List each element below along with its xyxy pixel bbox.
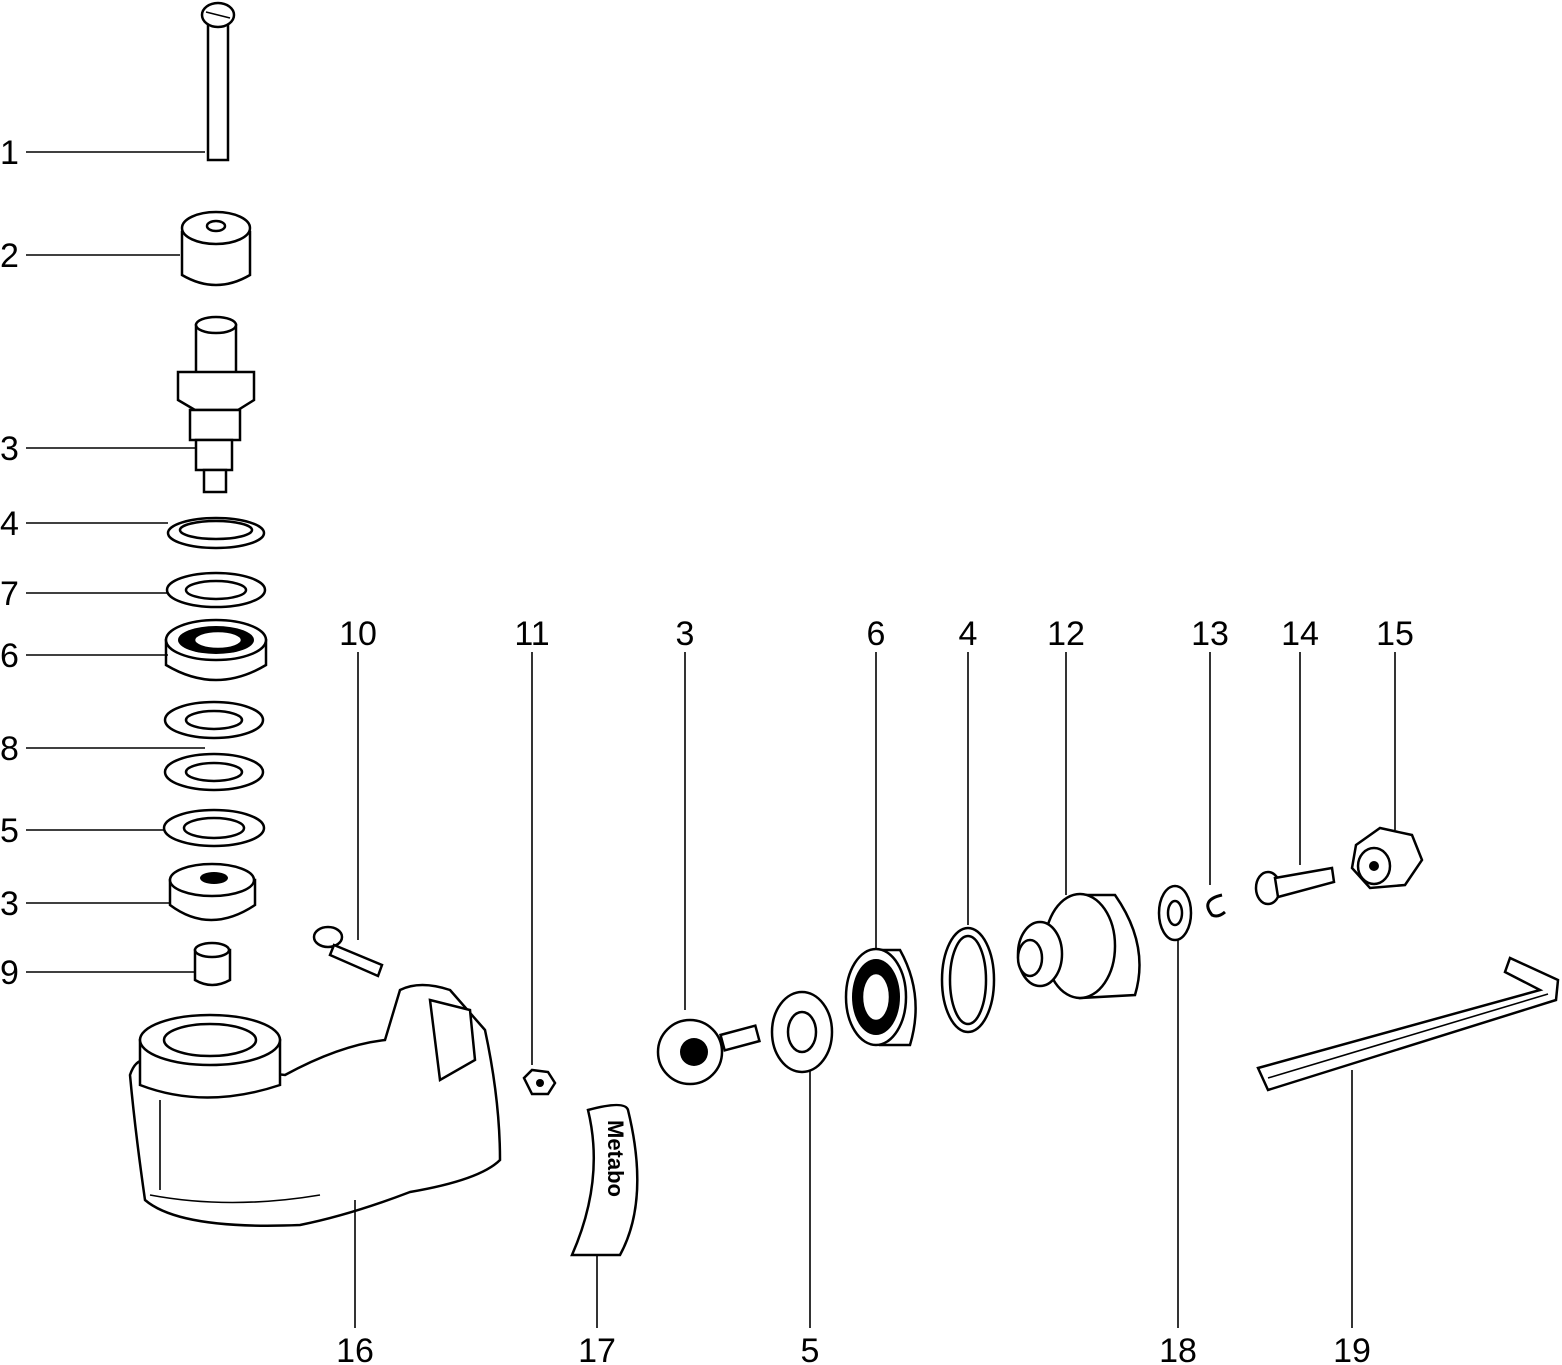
label-left-3b: 3 [0,885,19,923]
part-6-bearing [164,618,268,682]
part-3-spindle [176,315,256,494]
part-2-cap [180,210,252,287]
label-left-1: 1 [0,134,19,172]
part-15-nut [1350,826,1424,890]
part-8-washers [163,700,265,792]
label-top-10: 10 [339,615,377,653]
leader-lines [26,151,1396,1328]
part-17-logo-label: Metabo [570,1103,639,1257]
label-bottom-18: 18 [1159,1332,1197,1365]
label-top-6: 6 [867,615,886,653]
part-14-screw [1254,866,1336,906]
part-5-washer [162,808,266,848]
label-left-5: 5 [0,812,19,850]
part-4-circlip-side [940,926,996,1034]
label-left-7: 7 [0,575,19,613]
part-12-bushing [1016,892,1141,1000]
label-top-3: 3 [676,615,695,653]
part-1-screw [200,1,236,162]
label-left-8: 8 [0,730,19,768]
label-top-11: 11 [514,615,549,653]
label-left-6: 6 [0,637,19,675]
label-bottom-17: 17 [578,1332,616,1365]
metabo-logo: Metabo [603,1120,628,1197]
part-5-washer-side [770,990,834,1074]
part-10-screw [312,925,384,978]
label-left-2: 2 [0,237,19,275]
part-11-nut [522,1068,557,1096]
label-left-3: 3 [0,430,19,468]
part-3-bevel-gear [168,862,257,922]
label-top-4: 4 [959,615,978,653]
label-bottom-16: 16 [336,1332,374,1365]
label-top-13: 13 [1191,615,1229,653]
label-left-4: 4 [0,505,19,543]
part-13-clip [1206,893,1226,918]
part-19-hex-key [1256,956,1560,1092]
part-6-bearing-side [844,947,917,1047]
label-top-15: 15 [1376,615,1414,653]
label-top-14: 14 [1281,615,1319,653]
label-bottom-19: 19 [1333,1332,1371,1365]
label-bottom-5: 5 [801,1332,820,1365]
part-18-washer [1157,884,1193,942]
part-4-circlip [166,516,266,550]
part-7-washer [165,571,267,609]
part-labels: 1 2 3 4 7 6 8 5 3 9 10 11 3 6 4 12 13 14… [0,134,1414,1365]
label-left-9: 9 [0,954,19,992]
part-9-sleeve [193,941,232,987]
part-3-pinion [656,1018,761,1086]
label-top-12: 12 [1047,615,1085,653]
part-16-gear-housing [128,983,502,1227]
